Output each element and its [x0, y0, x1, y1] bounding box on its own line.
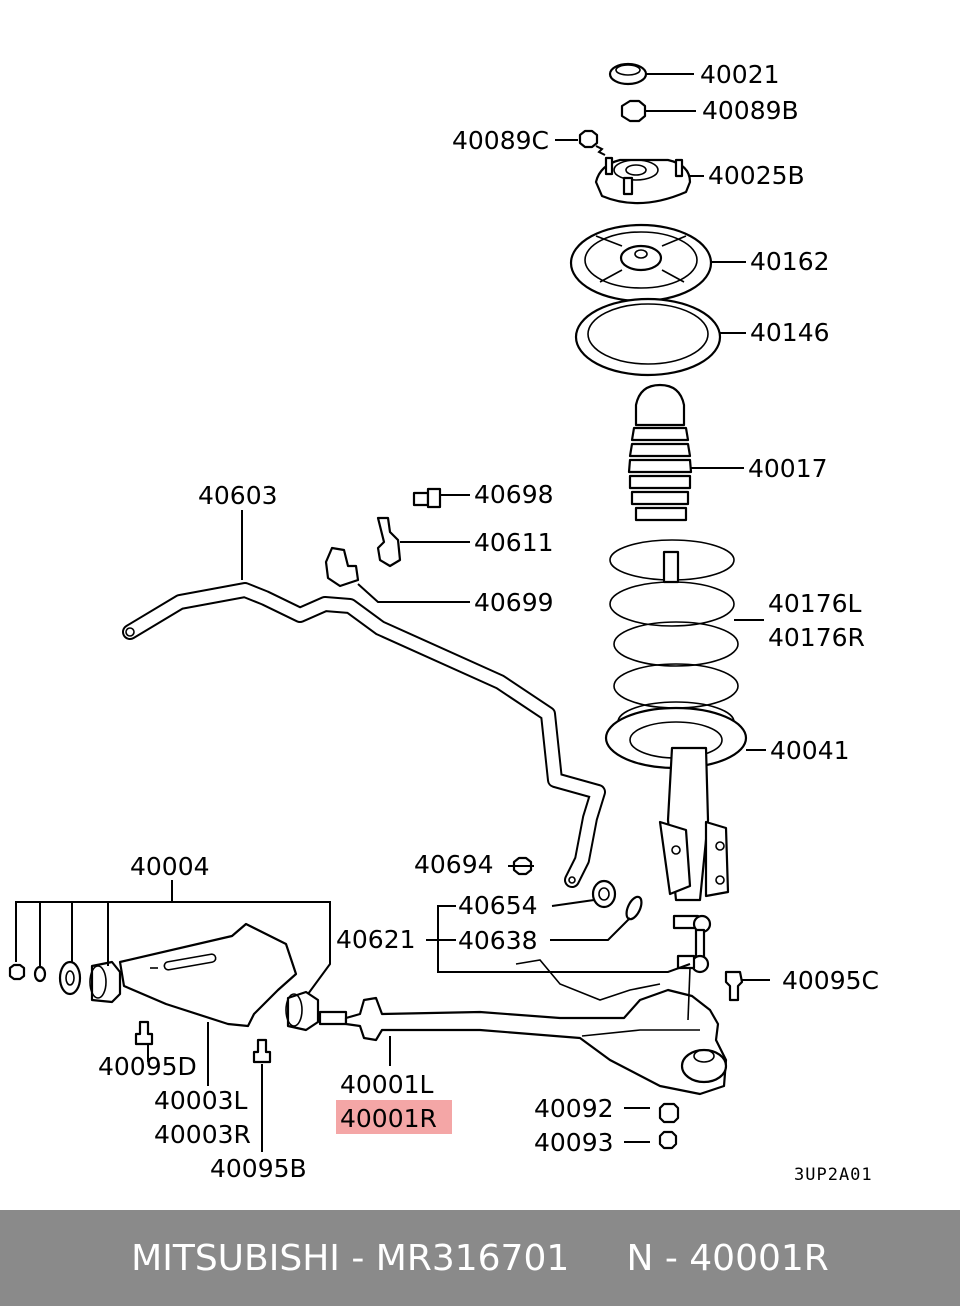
label-40162: 40162 [750, 247, 830, 276]
label-40611: 40611 [474, 528, 554, 557]
nut-40093 [624, 1130, 678, 1150]
bushing-40699 [324, 546, 470, 603]
label-40095D: 40095D [98, 1052, 197, 1081]
label-40001R: 40001R [340, 1104, 437, 1133]
label-40095B: 40095B [210, 1154, 307, 1183]
bolt-40095D [134, 1020, 154, 1062]
bearing-40146 [574, 297, 746, 377]
bracket-40611 [376, 516, 470, 568]
label-40698: 40698 [474, 480, 554, 509]
bushing-40654 [591, 879, 617, 909]
label-40093: 40093 [534, 1128, 614, 1157]
parts-diagram: 40021 40089B 40089C 40025B 40162 40146 4… [8, 60, 879, 1185]
label-40004: 40004 [130, 852, 210, 881]
label-40603: 40603 [198, 481, 278, 510]
footer-part-info: MITSUBISHI - MR316701 N - 40001R [131, 1237, 829, 1279]
label-40638: 40638 [458, 926, 538, 955]
leader-40621-group [426, 865, 691, 973]
strut-mount-40025B [594, 156, 704, 205]
nut-40089B [620, 99, 696, 123]
washer-nut-set-40004 [8, 960, 320, 1032]
nut-40092 [624, 1102, 680, 1124]
label-40654: 40654 [458, 891, 538, 920]
label-40095C: 40095C [782, 966, 879, 995]
spring-seat-40162 [569, 223, 746, 303]
label-40146: 40146 [750, 318, 830, 347]
dust-cap-40021 [608, 62, 694, 86]
bracket-40004 [118, 922, 298, 1028]
label-40089C: 40089C [452, 126, 549, 155]
label-40176L: 40176L [768, 589, 862, 618]
label-40017: 40017 [748, 454, 828, 483]
label-40176R: 40176R [768, 623, 865, 652]
label-40021: 40021 [700, 60, 780, 89]
nut-40089C [555, 129, 606, 156]
label-40621: 40621 [336, 925, 416, 954]
label-40003R: 40003R [154, 1120, 251, 1149]
lower-arm-40001 [318, 959, 728, 1096]
label-40025B: 40025B [708, 161, 805, 190]
label-40092: 40092 [534, 1094, 614, 1123]
label-40003L: 40003L [154, 1086, 248, 1115]
label-40089B: 40089B [702, 96, 799, 125]
stabilizer-bar-40603 [122, 510, 606, 888]
bolt-40095B [252, 1038, 272, 1152]
diagram-code: 3UP2A01 [794, 1165, 873, 1185]
label-40001L: 40001L [340, 1070, 434, 1099]
dust-boot-40017 [627, 383, 744, 522]
highlight-40001R [336, 1100, 452, 1134]
washer-40638 [625, 895, 643, 921]
bolt-40095C [724, 970, 770, 1002]
bolt-40698 [412, 487, 470, 509]
label-40694: 40694 [414, 850, 494, 879]
leader-40004 [15, 880, 331, 995]
strut-40041 [604, 706, 766, 902]
footer-bar: MITSUBISHI - MR316701 N - 40001R [0, 1210, 960, 1306]
label-40699: 40699 [474, 588, 554, 617]
label-40041: 40041 [770, 736, 850, 765]
stabilizer-link-40621 [672, 914, 712, 1021]
